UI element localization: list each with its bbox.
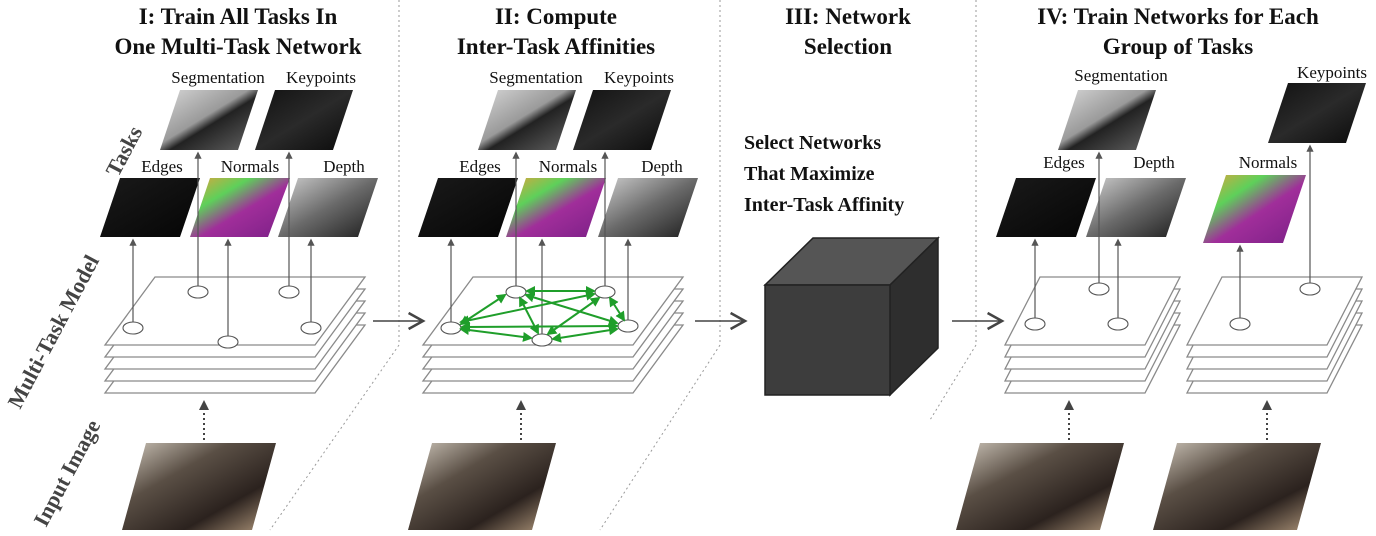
normals-map	[190, 178, 290, 237]
task-label-segmentation: Segmentation	[489, 68, 583, 87]
stage-1-title-line1: I: Train All Tasks In	[139, 4, 338, 29]
head-keypoints	[594, 285, 616, 299]
stage-2: Segmentation Keypoints Edges Normals Dep…	[408, 68, 698, 530]
task-label-edges: Edges	[141, 157, 183, 176]
stage-4-network-b: Keypoints Normals	[1153, 63, 1367, 530]
row-label-model: Multi-Task Model	[2, 251, 104, 413]
segmentation-map	[160, 90, 258, 150]
task-label-segmentation: Segmentation	[171, 68, 265, 87]
task-label-normals: Normals	[221, 157, 280, 176]
task-label-normals: Normals	[1239, 153, 1298, 172]
model-top-plane	[103, 276, 367, 346]
task-label-keypoints: Keypoints	[1297, 63, 1367, 82]
keypoints-map	[573, 90, 671, 150]
task-label-normals: Normals	[539, 157, 598, 176]
head-edges	[440, 321, 462, 335]
task-label-depth: Depth	[1133, 153, 1175, 172]
stage-4-title-line1: IV: Train Networks for Each	[1037, 4, 1319, 29]
stage-headings: I: Train All Tasks In One Multi-Task Net…	[114, 4, 1319, 59]
model-top-plane	[1185, 276, 1364, 346]
edges-map	[996, 178, 1096, 237]
task-label-keypoints: Keypoints	[286, 68, 356, 87]
divider-3	[929, 0, 977, 421]
head-segmentation	[505, 285, 527, 299]
selection-text-line3: Inter-Task Affinity	[744, 194, 904, 216]
head-edges	[1024, 317, 1046, 331]
model-stack-b	[1185, 276, 1364, 394]
head-keypoints	[278, 285, 300, 299]
model-top-plane	[1003, 276, 1182, 346]
affinity-edges-depth	[460, 321, 619, 332]
head-depth	[617, 319, 639, 333]
stage-1-title-line2: One Multi-Task Network	[114, 34, 361, 59]
input-image	[1153, 443, 1321, 530]
stage-2-title-line1: II: Compute	[495, 4, 617, 29]
model-stack-1	[103, 276, 367, 394]
input-image	[956, 443, 1124, 530]
task-label-edges: Edges	[459, 157, 501, 176]
head-depth	[1107, 317, 1129, 331]
edges-map	[100, 178, 200, 237]
model-stack-2	[421, 276, 685, 394]
stage-3-title-line1: III: Network	[785, 4, 911, 29]
head-segmentation	[1088, 282, 1110, 296]
stage-2-title-line2: Inter-Task Affinities	[457, 34, 655, 59]
keypoints-map	[255, 90, 353, 150]
segmentation-map	[478, 90, 576, 150]
stage-4-title-line2: Group of Tasks	[1103, 34, 1253, 59]
head-edges	[122, 321, 144, 335]
network-cube	[763, 236, 940, 397]
segmentation-map	[1058, 90, 1156, 150]
stage-dividers	[269, 0, 977, 531]
stage-4-network-a: Segmentation Edges Depth	[956, 66, 1186, 530]
input-image	[408, 443, 556, 530]
task-label-segmentation: Segmentation	[1074, 66, 1168, 85]
divider-1	[269, 0, 400, 531]
head-depth	[300, 321, 322, 335]
affinity-arrows	[459, 286, 626, 343]
selection-text-line2: That Maximize	[744, 163, 875, 185]
task-label-keypoints: Keypoints	[604, 68, 674, 87]
head-normals	[217, 335, 239, 349]
task-label-edges: Edges	[1043, 153, 1085, 172]
normals-map	[506, 178, 606, 237]
row-label-input: Input Image	[28, 415, 105, 530]
edges-map	[418, 178, 518, 237]
divider-2	[599, 0, 721, 531]
affinity-normals-depth	[551, 325, 619, 343]
depth-map	[278, 178, 378, 237]
model-stack-a	[1003, 276, 1182, 394]
stage-1: Segmentation Keypoints Edges Normals Dep…	[100, 68, 378, 530]
task-label-depth: Depth	[323, 157, 365, 176]
input-image	[122, 443, 276, 530]
depth-map	[598, 178, 698, 237]
cube-front-face	[764, 284, 891, 396]
affinity-keypoints-depth	[608, 296, 626, 322]
depth-map	[1086, 178, 1186, 237]
selection-text-line1: Select Networks	[744, 132, 881, 154]
head-normals	[1229, 317, 1251, 331]
keypoints-map	[1268, 83, 1366, 143]
task-label-depth: Depth	[641, 157, 683, 176]
normals-map	[1203, 175, 1306, 243]
head-segmentation	[187, 285, 209, 299]
head-keypoints	[1299, 282, 1321, 296]
stage-3-title-line2: Selection	[804, 34, 892, 59]
head-normals	[531, 333, 553, 347]
stage-3: Select Networks That Maximize Inter-Task…	[744, 132, 940, 397]
